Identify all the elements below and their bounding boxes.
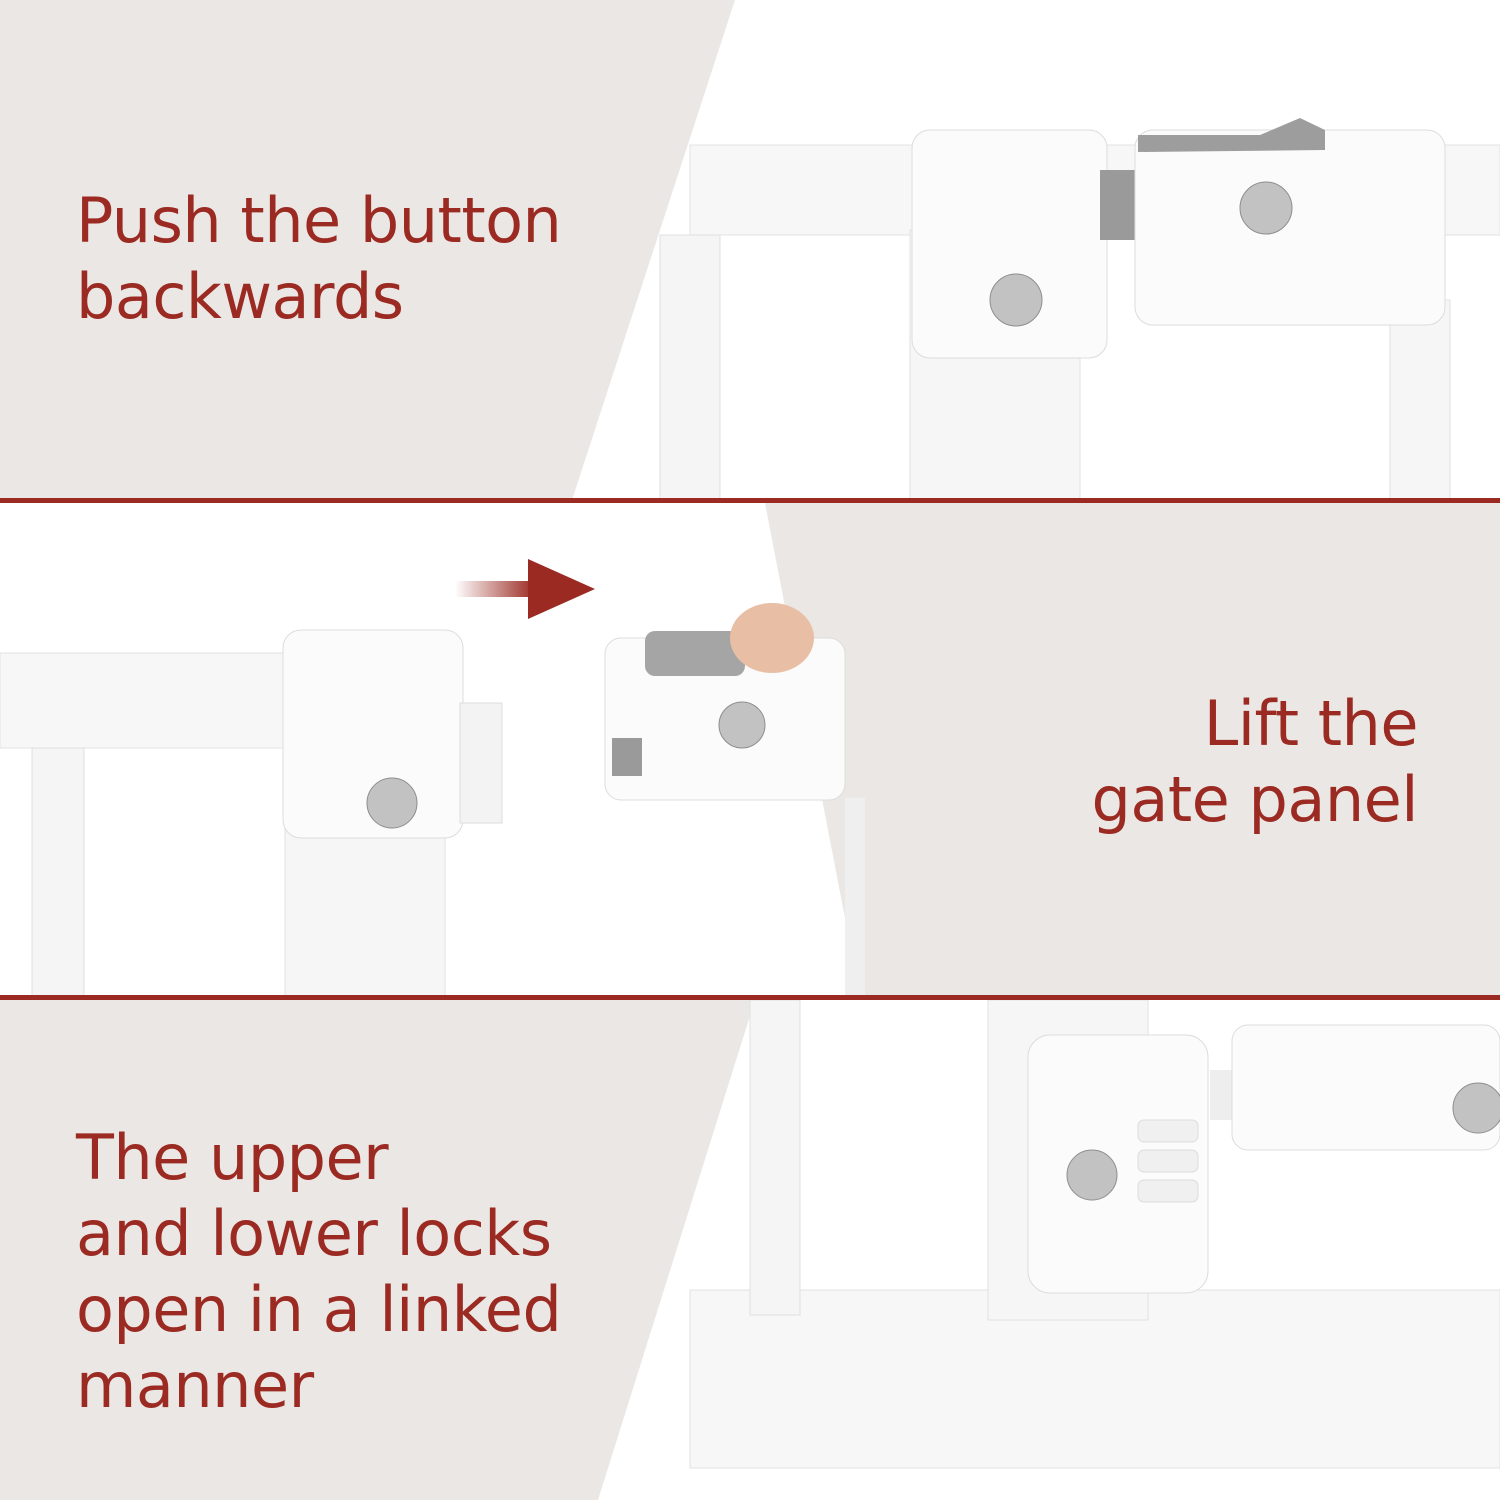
- caption-line: Push the button: [76, 184, 562, 257]
- caption-line: The upper: [76, 1121, 389, 1194]
- gate-latch-closed-illustration: [0, 0, 1500, 500]
- step-2-caption: Lift the gate panel: [1091, 686, 1418, 838]
- caption-line: Lift the: [1203, 687, 1419, 760]
- section-divider: [0, 995, 1500, 1000]
- gate-locks-illustration: [0, 1000, 1500, 1500]
- caption-line: open in a linked: [76, 1273, 562, 1346]
- caption-line: and lower locks: [76, 1197, 552, 1270]
- caption-line: gate panel: [1091, 763, 1418, 836]
- step-3-panel: The upper and lower locks open in a link…: [0, 1000, 1500, 1500]
- step-1-panel: Push the button backwards: [0, 0, 1500, 500]
- gate-lift-illustration: [0, 503, 1500, 996]
- step-2-panel: Lift the gate panel: [0, 503, 1500, 996]
- caption-line: manner: [76, 1349, 314, 1422]
- arrow-right-icon: [528, 559, 595, 619]
- caption-line: backwards: [76, 260, 404, 333]
- section-divider: [0, 498, 1500, 503]
- step-1-caption: Push the button backwards: [76, 183, 562, 335]
- step-3-caption: The upper and lower locks open in a link…: [76, 1120, 562, 1424]
